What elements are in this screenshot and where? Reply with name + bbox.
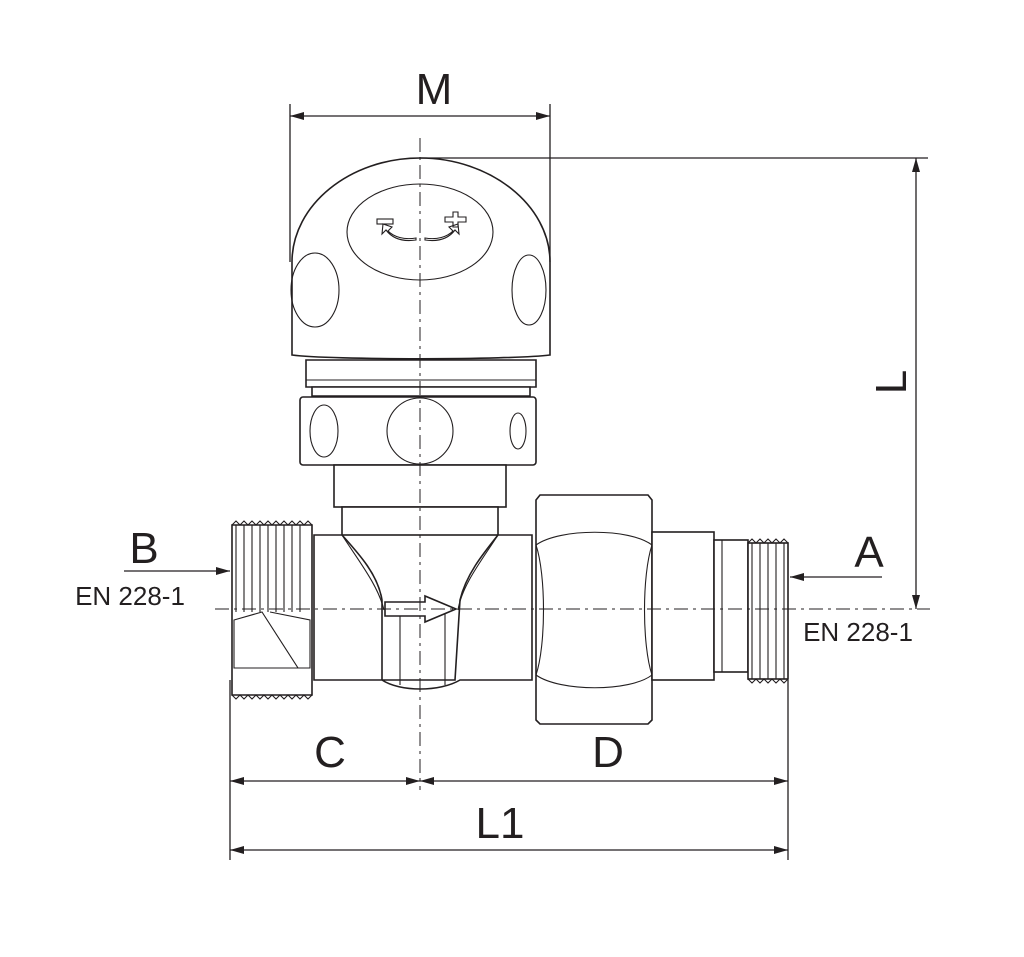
ring-hole-right	[509, 412, 527, 450]
label-standard-a: EN 228-1	[803, 617, 913, 647]
label-l1: L1	[476, 799, 525, 848]
dimension-m	[289, 104, 551, 262]
dimension-l	[420, 157, 928, 609]
head-collar	[305, 359, 537, 388]
dimension-c-d	[229, 680, 789, 860]
minus-icon	[376, 218, 417, 242]
label-m: M	[416, 65, 453, 114]
head-grip-left	[290, 252, 340, 328]
label-a: A	[854, 528, 884, 577]
label-b: B	[129, 524, 158, 573]
label-d: D	[592, 728, 624, 777]
valve-head	[290, 157, 551, 397]
tailpiece	[651, 531, 789, 684]
label-l: L	[867, 370, 916, 394]
valve-body	[313, 534, 533, 690]
label-c: C	[314, 728, 346, 777]
inlet-left	[231, 520, 313, 700]
ring-hole-left	[309, 404, 339, 458]
plus-icon	[424, 211, 467, 242]
head-grip-right	[511, 254, 547, 326]
label-standard-b: EN 228-1	[75, 581, 185, 611]
union-ring	[299, 396, 537, 466]
